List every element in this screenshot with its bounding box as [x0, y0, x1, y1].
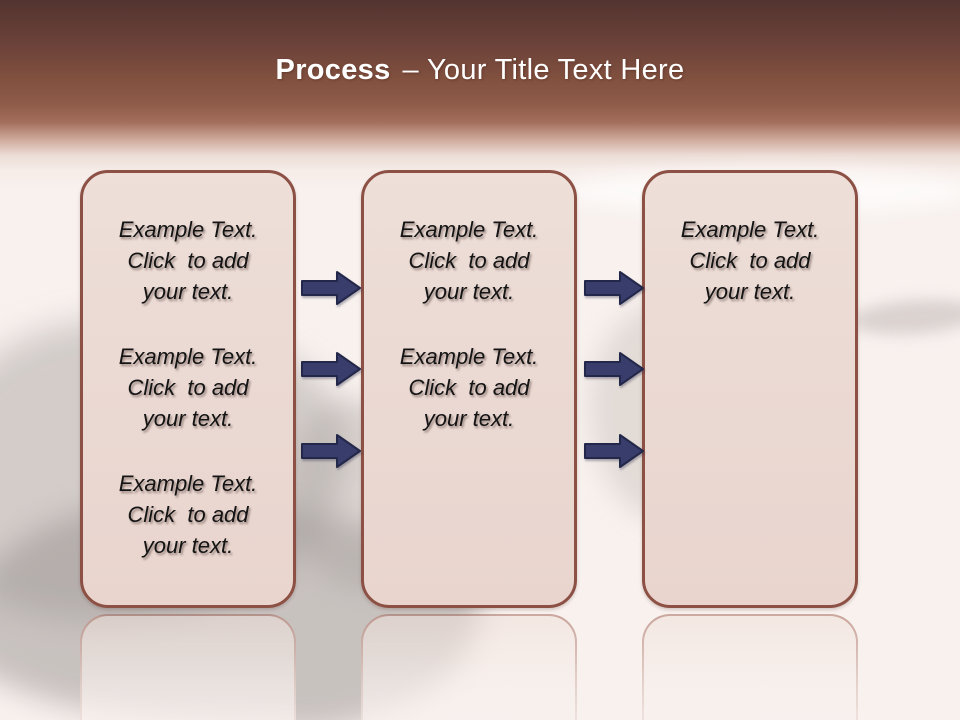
- placeholder-line: Example Text.: [118, 217, 258, 242]
- placeholder-line: Example Text.: [118, 344, 258, 369]
- title-text: Your Title Text Here: [426, 54, 685, 86]
- placeholder-line: your text.: [142, 533, 234, 558]
- placeholder-line: your text.: [142, 279, 234, 304]
- text-placeholder[interactable]: Example Text. Click to add your text.: [83, 341, 293, 434]
- box-reflection: [361, 614, 577, 720]
- slide-title-placeholder[interactable]: Process–Your Title Text Here: [0, 54, 960, 87]
- text-placeholder[interactable]: Example Text. Click to add your text.: [83, 468, 293, 561]
- placeholder-line: your text.: [142, 406, 234, 431]
- background-image-blob: [848, 295, 960, 339]
- placeholder-line: Click to add: [689, 248, 811, 273]
- placeholder-line: Click to add: [127, 248, 249, 273]
- placeholder-line: Click to add: [408, 248, 530, 273]
- arrow-right-icon: [301, 271, 361, 305]
- placeholder-line: Click to add: [127, 502, 249, 527]
- placeholder-line: Example Text.: [680, 217, 820, 242]
- title-dash: –: [402, 54, 419, 86]
- process-box-1[interactable]: Example Text. Click to add your text. Ex…: [80, 170, 296, 608]
- placeholder-line: your text.: [704, 279, 796, 304]
- process-box-3[interactable]: Example Text. Click to add your text.: [642, 170, 858, 608]
- arrow-right-icon: [301, 434, 361, 468]
- text-placeholder[interactable]: Example Text. Click to add your text.: [83, 214, 293, 307]
- header-band: [0, 0, 960, 190]
- text-placeholder[interactable]: Example Text. Click to add your text.: [364, 214, 574, 307]
- arrow-right-icon: [584, 434, 644, 468]
- box-reflection: [642, 614, 858, 720]
- arrow-right-icon: [301, 352, 361, 386]
- arrow-right-icon: [584, 271, 644, 305]
- placeholder-line: Click to add: [127, 375, 249, 400]
- placeholder-line: your text.: [423, 279, 515, 304]
- box-reflection: [80, 614, 296, 720]
- placeholder-line: Click to add: [408, 375, 530, 400]
- placeholder-line: Example Text.: [118, 471, 258, 496]
- placeholder-line: Example Text.: [399, 217, 539, 242]
- process-box-2[interactable]: Example Text. Click to add your text. Ex…: [361, 170, 577, 608]
- placeholder-line: your text.: [423, 406, 515, 431]
- title-keyword: Process: [275, 54, 391, 86]
- arrow-right-icon: [584, 352, 644, 386]
- text-placeholder[interactable]: Example Text. Click to add your text.: [645, 214, 855, 307]
- placeholder-line: Example Text.: [399, 344, 539, 369]
- text-placeholder[interactable]: Example Text. Click to add your text.: [364, 341, 574, 434]
